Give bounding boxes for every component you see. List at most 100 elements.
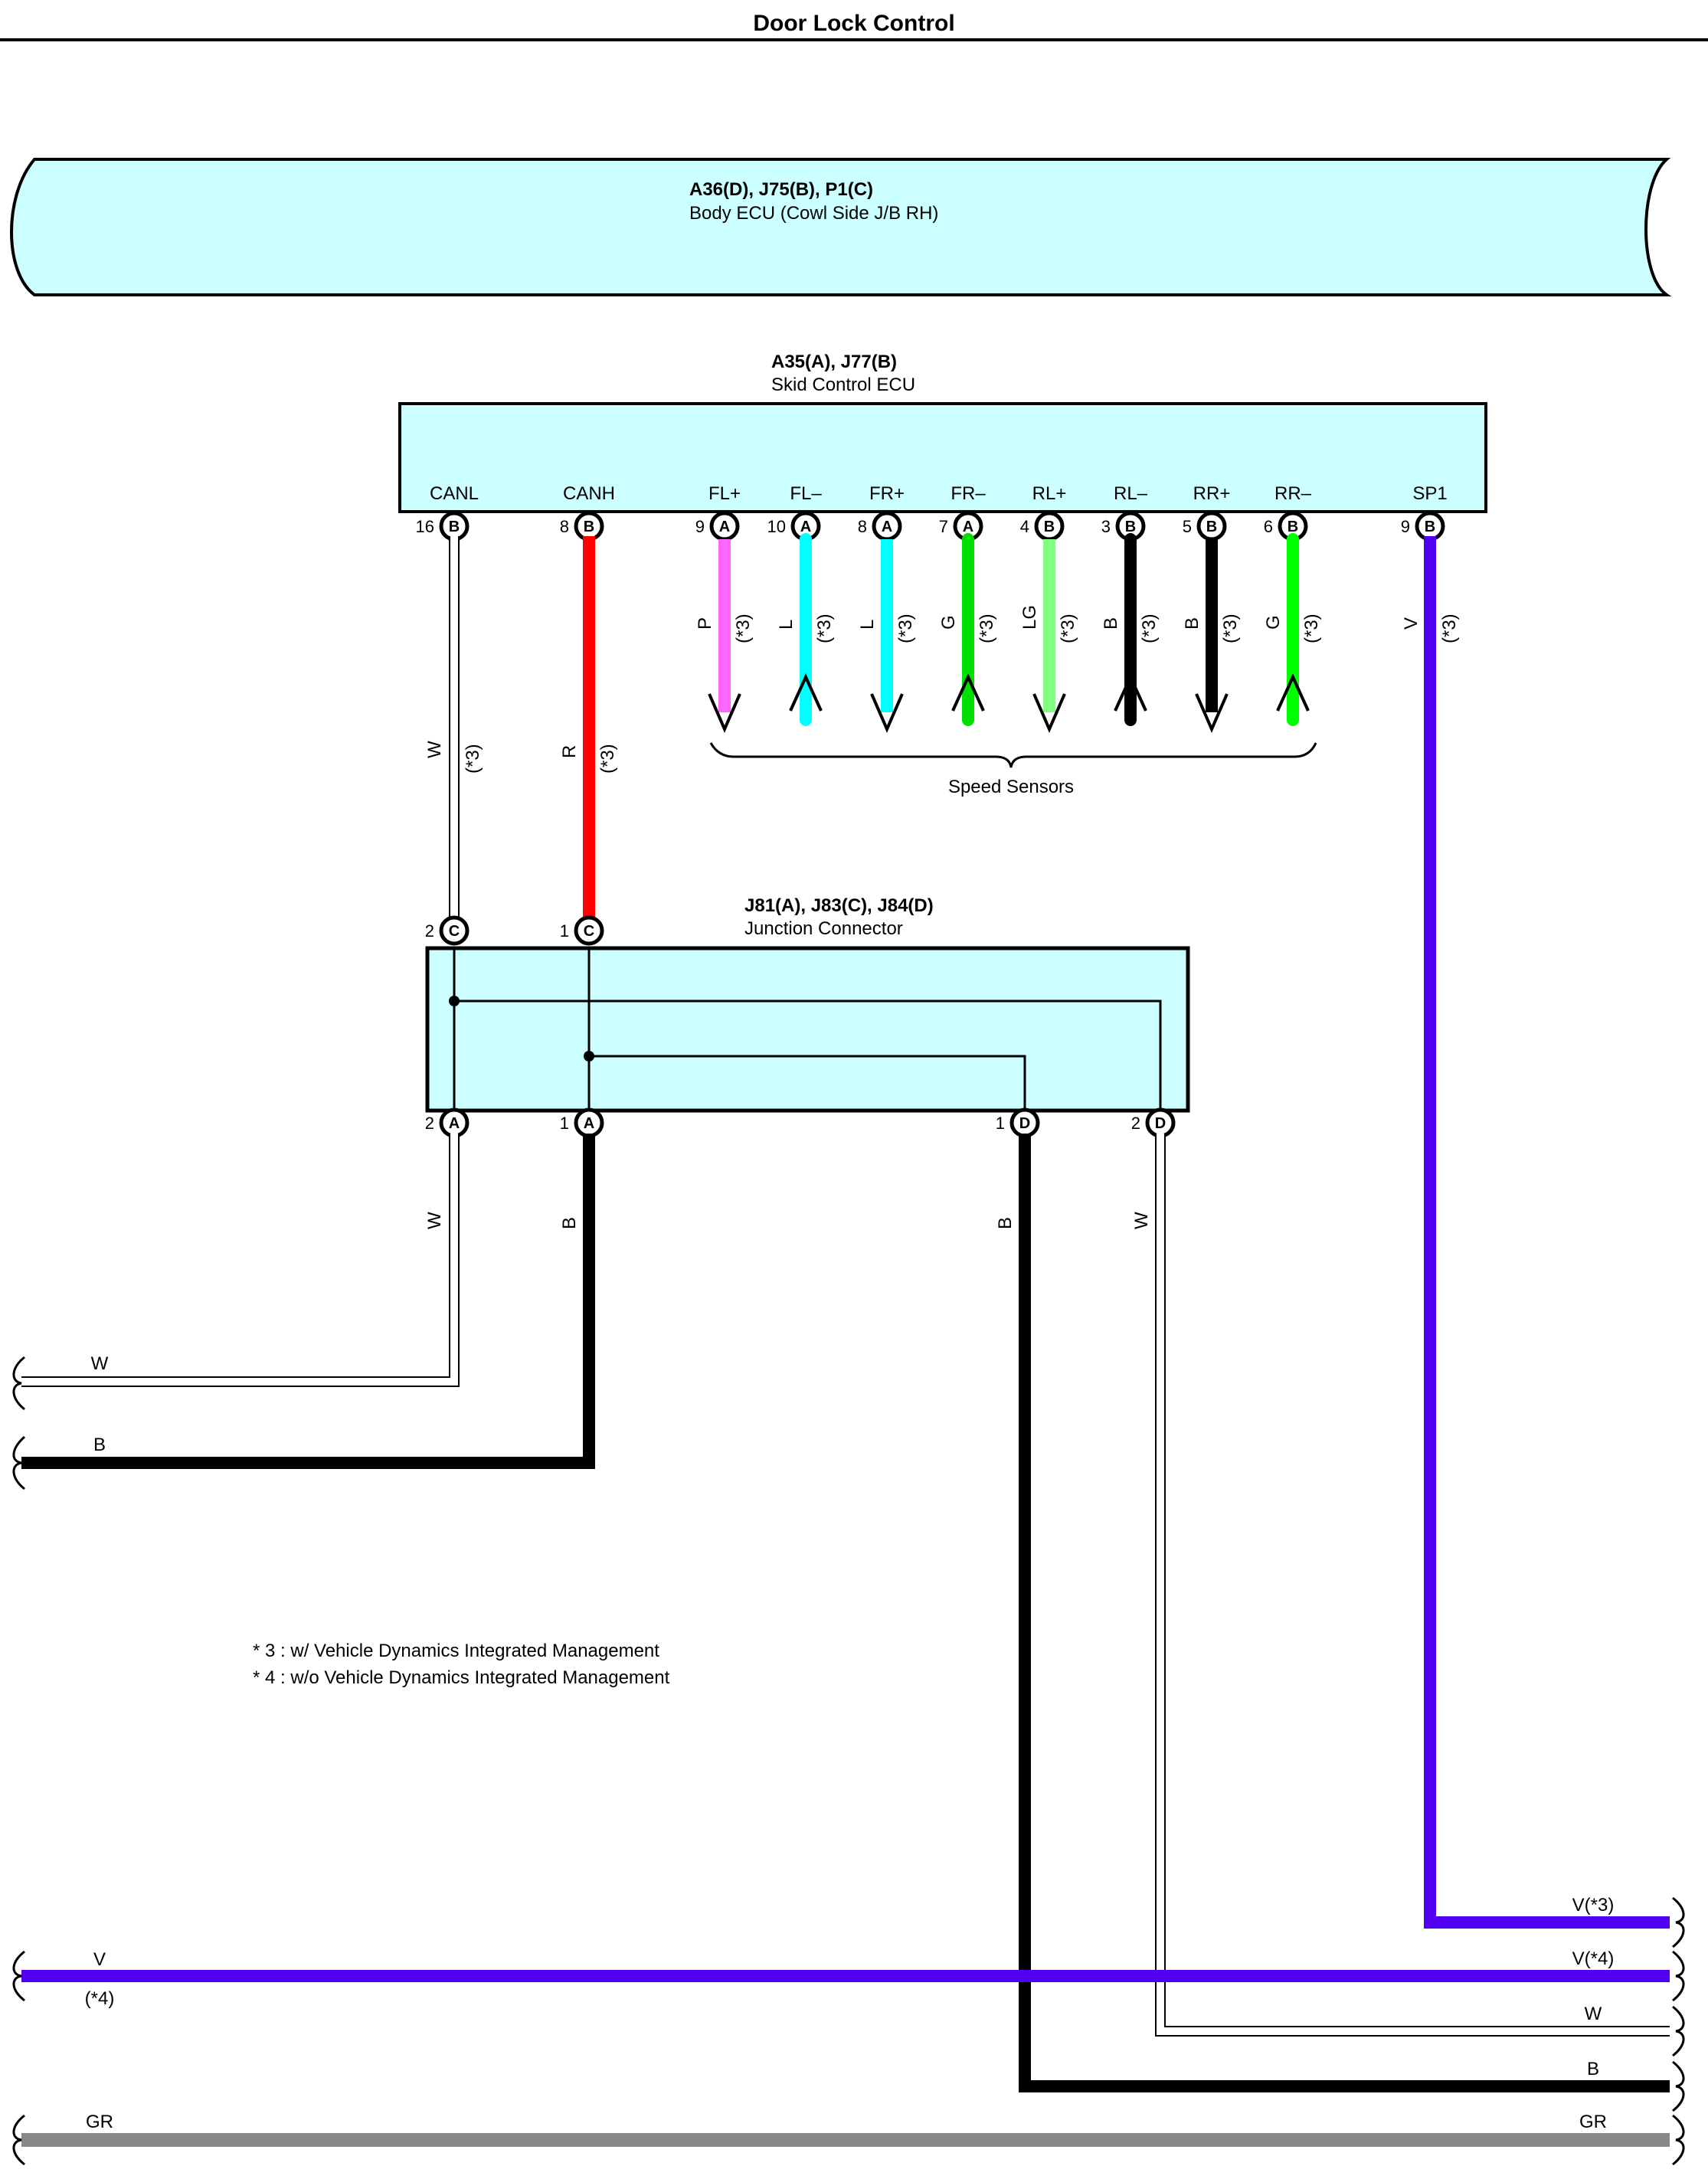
sensor-wire-color-code: G [938, 615, 959, 630]
skid-pin-label-11: SP1 [1412, 483, 1447, 504]
pin-number: 4 [1020, 517, 1029, 536]
left-wire-label-v: V [93, 1949, 106, 1970]
sensor-wire-6: B (*3) [1101, 533, 1160, 726]
sensor-wire-2: L(*3) [776, 533, 835, 726]
pin-number: 1 [560, 921, 569, 941]
speed-sensors-label: Speed Sensors [948, 777, 1074, 797]
sensor-wire-note: (*3) [1058, 613, 1078, 643]
pin-number: 1 [996, 1114, 1005, 1133]
pin-number: 9 [1401, 517, 1410, 536]
sensor-wire-color-code: B [1101, 617, 1121, 630]
sensor-wire-color-code: G [1263, 615, 1284, 630]
pin-connector-letter: B [1288, 519, 1298, 535]
note-3: * 3 : w/ Vehicle Dynamics Integrated Man… [253, 1641, 659, 1661]
pin2a-color-code: W [424, 1212, 445, 1229]
pin-connector-letter: C [449, 923, 460, 940]
pin-number: 8 [560, 517, 569, 536]
pin-connector-letter: B [449, 519, 460, 535]
junction-internal-traces [449, 948, 1162, 1111]
sensor-wire-note: (*3) [814, 613, 835, 643]
arrow-up-icon [789, 673, 823, 712]
junction-top-pin-1: C2 [425, 915, 470, 946]
sensor-wire-3: L (*3) [857, 539, 916, 734]
sensor-wire-note: (*3) [733, 613, 754, 643]
sensor-wire-note: (*3) [1139, 613, 1160, 643]
pin-connector-letter: A [584, 1115, 594, 1132]
skid-pin-label-7: RL+ [1032, 483, 1067, 504]
junction-top-pin-2: C1 [560, 915, 604, 946]
sensor-wire-5: LG (*3) [1019, 539, 1078, 734]
lower-wires [21, 1134, 1670, 2147]
body-ecu-name: Body ECU (Cowl Side J/B RH) [689, 203, 938, 224]
splice-dot [584, 1051, 594, 1062]
note-4: * 4 : w/o Vehicle Dynamics Integrated Ma… [253, 1667, 670, 1688]
can-wires-top [449, 536, 595, 921]
canl-note: (*3) [463, 744, 483, 774]
junction-name: Junction Connector [744, 918, 903, 939]
sensor-wire-1: P(*3) [695, 539, 754, 734]
sensor-wire-note: (*3) [1301, 613, 1322, 643]
pin-connector-letter: D [1155, 1115, 1166, 1132]
junction-bottom-pin-1: A2 [425, 1107, 470, 1138]
skid-pin-label-2: CANH [563, 483, 615, 504]
skid-pin-2: B8 [560, 511, 604, 541]
right-wire-label-v4: V(*4) [1572, 1948, 1615, 1969]
pin-connector-letter: A [800, 519, 811, 535]
pin-number: 1 [560, 1114, 569, 1133]
sp1-note: (*3) [1439, 613, 1460, 643]
pin-connector-letter: A [963, 519, 973, 535]
pin-connector-letter: A [449, 1115, 460, 1132]
sensor-wire-note: (*3) [1220, 613, 1241, 643]
page-title: Door Lock Control [753, 11, 954, 36]
right-wire-label-b: B [1587, 2059, 1599, 2079]
sensor-wire-color-code: LG [1019, 605, 1040, 630]
junction-bottom-pin-2: A1 [560, 1107, 604, 1138]
sensor-wire-note: (*3) [895, 613, 916, 643]
sensor-wire-color-code: L [857, 620, 878, 630]
pin-connector-letter: B [1044, 519, 1055, 535]
sensor-wire-note: (*3) [977, 613, 997, 643]
junction-code: J81(A), J83(C), J84(D) [744, 895, 934, 916]
skid-pin-7: B4 [1020, 511, 1065, 541]
pin2d-color-code: W [1131, 1212, 1152, 1229]
pin-number: 8 [858, 517, 867, 536]
skid-pin-label-8: RL– [1114, 483, 1148, 504]
left-wire-note-v: (*4) [85, 1988, 115, 2009]
pin-number: 2 [425, 1114, 434, 1133]
arrow-up-icon [951, 673, 985, 712]
arrow-down-icon [708, 693, 741, 734]
skid-pin-6: A7 [939, 511, 983, 541]
right-wire-label-v3: V(*3) [1572, 1895, 1615, 1916]
right-break-symbols [1672, 1896, 1685, 2166]
arrow-up-icon [1276, 673, 1310, 712]
pin-connector-letter: A [882, 519, 892, 535]
skid-pin-label-10: RR– [1274, 483, 1312, 504]
pin1a-color-code: B [559, 1217, 580, 1229]
sensor-wire-4: G (*3) [938, 533, 997, 726]
skid-pin-10: B6 [1264, 511, 1308, 541]
sensor-wire-8: G (*3) [1263, 533, 1322, 726]
canl-color-code: W [424, 741, 445, 758]
canh-color-code: R [559, 745, 580, 758]
junction-box [425, 946, 1190, 1113]
left-wire-label-gr: GR [86, 2112, 113, 2132]
splice-dot [449, 996, 460, 1006]
speed-sensors-brace [709, 742, 1317, 768]
arrow-down-icon [1195, 693, 1229, 734]
pin-number: 7 [939, 517, 948, 536]
pin-number: 3 [1101, 517, 1111, 536]
pin-number: 5 [1183, 517, 1192, 536]
sensor-wire-7: B(*3) [1182, 539, 1241, 734]
pin1d-color-code: B [995, 1217, 1016, 1229]
pin-number: 10 [767, 517, 786, 536]
canh-note: (*3) [597, 744, 618, 774]
body-ecu-box [10, 158, 1672, 296]
body-ecu-code: A36(D), J75(B), P1(C) [689, 179, 873, 200]
arrow-up-icon [1114, 673, 1147, 712]
pin-number: 2 [1131, 1114, 1140, 1133]
pin-number: 9 [695, 517, 705, 536]
left-break-symbols [12, 1356, 26, 2166]
pin-connector-letter: D [1019, 1115, 1030, 1132]
pin-connector-letter: A [719, 519, 730, 535]
